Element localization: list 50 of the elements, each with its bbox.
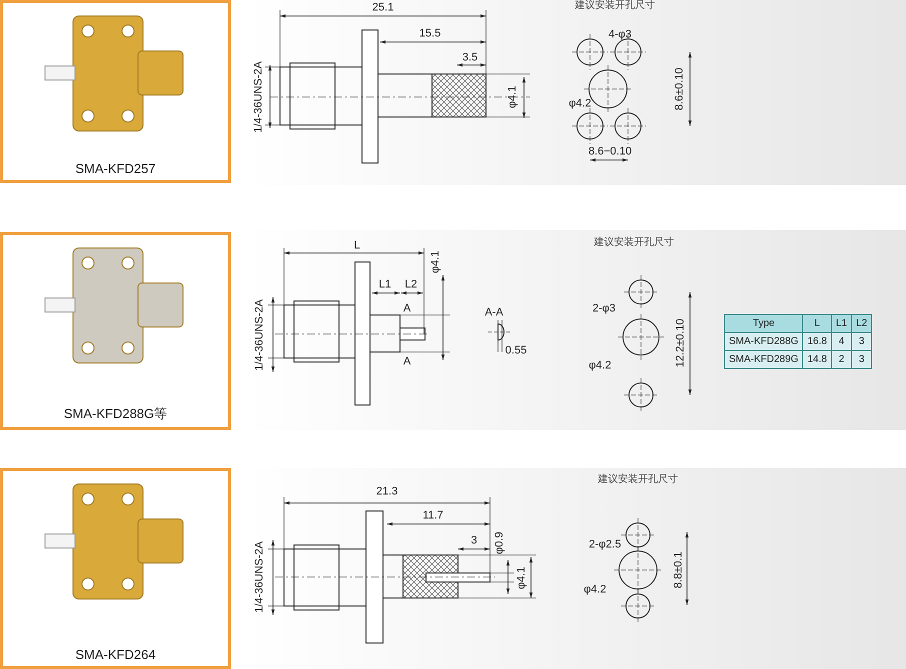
dimension-label: 21.3 bbox=[376, 486, 398, 498]
table-cell: 4 bbox=[831, 332, 852, 350]
product-card bbox=[0, 0, 231, 183]
dimension-label: A-A bbox=[484, 308, 504, 318]
dimension-label: 1/4-36UNS-2A bbox=[254, 299, 266, 371]
table-cell: 3 bbox=[852, 350, 872, 368]
dimension-label: φ4.2 bbox=[584, 584, 606, 596]
product-card bbox=[0, 232, 231, 430]
dimension-label: 3.5 bbox=[462, 52, 478, 64]
dimension-label: φ4.2 bbox=[588, 360, 612, 372]
dimension-label: 4-φ3 bbox=[608, 30, 632, 40]
section-heading: 建议安装开孔尺寸 bbox=[594, 238, 674, 248]
header-cell: L1 bbox=[831, 314, 852, 332]
header-cell: Type bbox=[724, 314, 803, 332]
dimension-label: φ0.9 bbox=[494, 532, 506, 554]
dimension-label: 15.5 bbox=[419, 28, 441, 40]
dimension-label: φ4.1 bbox=[508, 86, 518, 108]
dimension-label: φ4.1 bbox=[516, 566, 528, 590]
dimension-label: 8.8±0.1 bbox=[674, 552, 684, 588]
dimension-label: L1 bbox=[378, 280, 392, 290]
table-cell: 3 bbox=[852, 332, 872, 350]
table-cell: SMA-KFD288G bbox=[724, 332, 803, 350]
dimension-label: A bbox=[403, 304, 411, 314]
product-name: SMA-KFD264 bbox=[74, 647, 157, 662]
dimension-label: 2-φ2.5 bbox=[588, 540, 622, 550]
dimension-label: 11.7 bbox=[422, 510, 444, 522]
dimension-label: 0.55 bbox=[505, 346, 527, 356]
product-card bbox=[0, 468, 231, 669]
dimension-label: 2-φ3 bbox=[592, 304, 616, 314]
table-cell: 2 bbox=[831, 350, 852, 368]
dimension-label: 12.2±0.10 bbox=[676, 318, 686, 368]
dimension-label: 1/4-36UNS-2A bbox=[254, 61, 264, 133]
dimension-label: 25.1 bbox=[372, 2, 394, 14]
dimension-label: L2 bbox=[404, 280, 418, 290]
dimension-label: A bbox=[403, 356, 411, 368]
product-name: SMA-KFD257 bbox=[74, 161, 157, 176]
dimension-label: L bbox=[354, 240, 360, 252]
product-name: SMA-KFD288G等 bbox=[62, 405, 168, 423]
dimension-label: φ4.1 bbox=[430, 250, 442, 274]
table-cell: 16.8 bbox=[802, 332, 832, 350]
dimension-label: 1/4-36UNS-2A bbox=[254, 541, 266, 613]
dimension-label: 8.6±0.10 bbox=[674, 68, 686, 110]
dimension-label: 8.6−0.10 bbox=[588, 146, 632, 158]
table-cell: 14.8 bbox=[802, 350, 832, 368]
header-cell: L bbox=[802, 314, 832, 332]
header-cell: L2 bbox=[852, 314, 872, 332]
section-heading: 建议安装开孔尺寸 bbox=[598, 475, 678, 485]
dimension-label: φ4.2 bbox=[568, 98, 592, 110]
dimension-label: 3 bbox=[470, 536, 478, 546]
table-cell: SMA-KFD289G bbox=[724, 350, 803, 368]
